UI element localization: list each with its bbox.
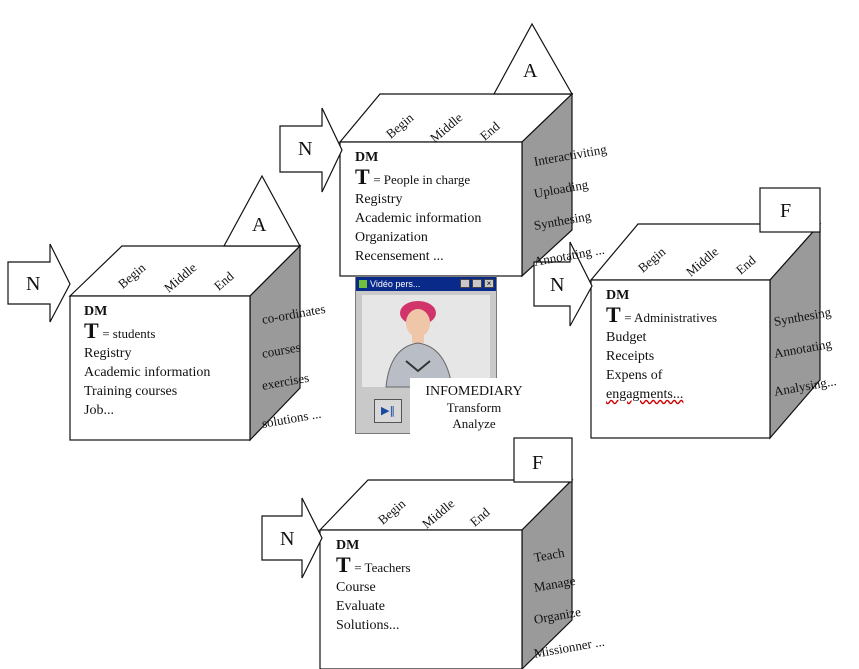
cube-teachers [318,478,574,669]
admin-line-3: Expens of [606,368,663,383]
people-line-2: Academic information [355,211,482,226]
cube-students-front [69,295,251,441]
cube-teachers-front [319,529,523,669]
people-t-text: = People in charge [373,172,471,187]
students-line-3: Training courses [84,384,178,399]
video-app-icon [359,280,367,288]
cube-admin [589,222,822,440]
minimize-icon[interactable] [460,279,470,288]
box-teachers-label: F [532,452,544,474]
triangle-students-label: A [252,214,267,236]
arrow-people-label: N [298,138,313,160]
close-icon[interactable]: × [484,279,494,288]
maximize-icon[interactable] [472,279,482,288]
cube-students [68,244,302,442]
people-t-letter: T [355,164,370,189]
students-t-line: T = students [84,318,210,344]
teachers-line-1: Course [336,580,376,595]
students-t-letter: T [84,318,99,343]
admin-line-4: engagments... [606,387,684,402]
students-line-2: Academic information [84,365,211,380]
arrow-students [7,243,71,323]
people-line-1: Registry [355,192,403,207]
admin-line-1: Budget [606,330,647,345]
box-admin [759,187,821,233]
admin-dm: DM [606,288,630,303]
arrow-admin [533,241,593,327]
play-pause-icon[interactable]: ▶‖ [374,399,402,423]
teachers-line-3: Solutions... [336,618,400,633]
triangle-people [492,22,574,95]
admin-front-text: DM T = Administratives Budget Receipts E… [606,286,717,404]
avatar-figure [362,295,490,388]
admin-t-text: = Administratives [624,310,718,325]
teachers-t-text: = Teachers [354,560,411,575]
teachers-t-letter: T [336,552,351,577]
arrow-teachers-label: N [280,528,295,550]
triangle-students [222,174,302,247]
infomediary-title: INFOMEDIARY [425,384,523,399]
people-dm: DM [355,150,379,165]
people-t-line: T = People in charge [355,164,481,190]
teachers-dm: DM [336,538,360,553]
triangle-people-label: A [523,60,538,82]
infomediary-line-2: Analyze [452,416,496,431]
arrow-students-label: N [26,273,41,295]
teachers-line-2: Evaluate [336,599,385,614]
infomediary-line-1: Transform [446,400,502,415]
students-line-4: Job... [84,403,114,418]
cube-people [338,92,574,278]
admin-t-letter: T [606,302,621,327]
cube-people-front [339,141,523,277]
arrow-people [279,107,343,193]
people-line-3: Organization [355,230,428,245]
video-titlebar: Vidéo pers... × [356,277,496,291]
students-line-1: Registry [84,346,132,361]
students-front-text: DM T = students Registry Academic inform… [84,302,210,420]
people-line-4: Recensement ... [355,249,444,264]
cube-admin-front [590,279,771,439]
admin-t-line: T = Administratives [606,302,718,328]
box-admin-label: F [780,200,792,222]
teachers-t-line: T = Teachers [336,552,411,578]
video-title-text: Vidéo pers... [370,279,421,289]
arrow-admin-label: N [550,274,565,296]
students-dm: DM [84,304,108,319]
arrow-teachers [261,497,323,579]
people-front-text: DM T = People in charge Registry Academi… [355,148,481,266]
box-teachers [513,437,573,483]
teachers-front-text: DM T = Teachers Course Evaluate Solution… [336,536,411,635]
infomediary-box: INFOMEDIARY Transform Analyze [410,378,538,436]
students-t-text: = students [102,326,156,341]
admin-line-2: Receipts [606,349,655,364]
